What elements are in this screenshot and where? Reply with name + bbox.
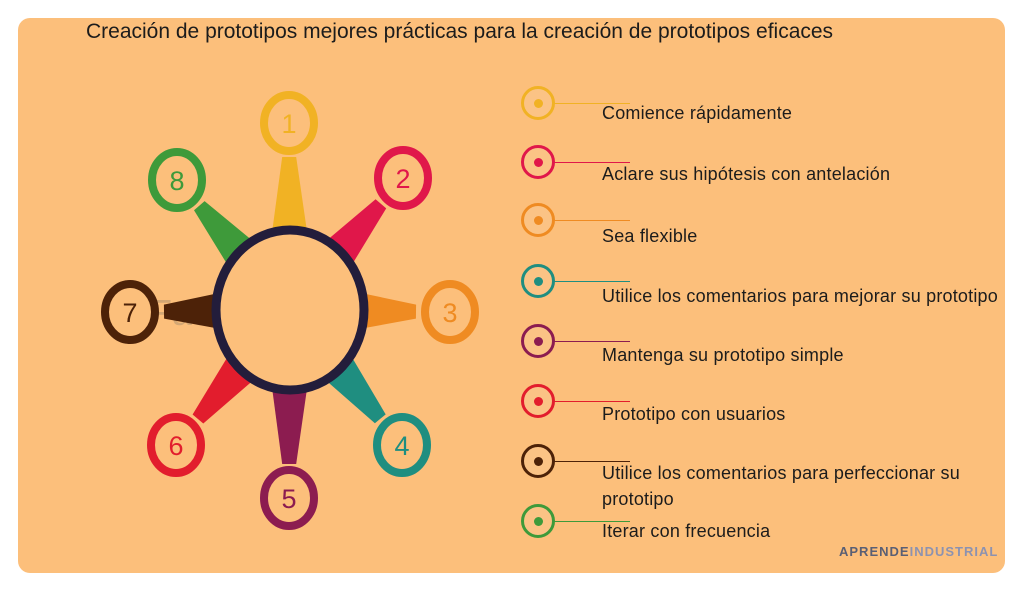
marker-connector-line bbox=[554, 400, 630, 402]
item-label-1: Comience rápidamente bbox=[602, 103, 793, 123]
brand-logo: APRENDEINDUSTRIAL bbox=[839, 544, 999, 559]
item-label-5: Mantenga su prototipo simple bbox=[602, 345, 844, 365]
item-marker-8 bbox=[521, 504, 630, 538]
marker-dot bbox=[533, 396, 543, 406]
marker-dot bbox=[533, 516, 543, 526]
item-label-8: Iterar con frecuencia bbox=[602, 521, 771, 541]
petal-ring-3 bbox=[421, 280, 479, 344]
item-marker-7 bbox=[521, 444, 630, 478]
petal-ring-7 bbox=[101, 280, 159, 344]
item-label-6: Prototipo con usuarios bbox=[602, 404, 786, 424]
infographic-title: Creación de prototipos mejores prácticas… bbox=[86, 20, 834, 43]
petal-number-4: 4 bbox=[394, 431, 409, 461]
item-marker-1 bbox=[521, 86, 630, 120]
marker-connector-line bbox=[554, 102, 630, 104]
petal-number-6: 6 bbox=[168, 431, 183, 461]
item-label-4: Utilice los comentarios para mejorar su … bbox=[602, 286, 998, 306]
item-marker-5 bbox=[521, 324, 630, 358]
item-marker-6 bbox=[521, 384, 630, 418]
marker-connector-line bbox=[554, 280, 630, 282]
petal-ring-8 bbox=[148, 148, 206, 212]
petal-number-2: 2 bbox=[395, 164, 410, 194]
petal-ring-6 bbox=[147, 413, 205, 477]
petal-ring-4 bbox=[373, 413, 431, 477]
marker-connector-line bbox=[554, 219, 630, 221]
item-marker-4 bbox=[521, 264, 630, 298]
marker-connector-line bbox=[554, 520, 630, 522]
diagram-hub bbox=[211, 225, 369, 395]
item-label-2: Aclare sus hipótesis con antelación bbox=[602, 164, 891, 184]
petal-number-3: 3 bbox=[442, 298, 457, 328]
infographic-card bbox=[18, 18, 1005, 573]
item-label-7: Utilice los comentarios para perfecciona… bbox=[602, 463, 960, 509]
petal-number-5: 5 bbox=[281, 484, 296, 514]
petal-ring-1 bbox=[260, 91, 318, 155]
marker-dot bbox=[533, 456, 543, 466]
marker-dot bbox=[533, 336, 543, 346]
marker-connector-line bbox=[554, 340, 630, 342]
petal-ring-2 bbox=[374, 146, 432, 210]
item-label-3: Sea flexible bbox=[602, 226, 698, 246]
marker-dot bbox=[533, 98, 543, 108]
petal-ring-5 bbox=[260, 466, 318, 530]
marker-dot bbox=[533, 276, 543, 286]
item-marker-3 bbox=[521, 203, 630, 237]
petal-number-8: 8 bbox=[169, 166, 184, 196]
petal-number-7: 7 bbox=[122, 298, 137, 328]
marker-connector-line bbox=[554, 161, 630, 163]
marker-dot bbox=[533, 215, 543, 225]
marker-connector-line bbox=[554, 460, 630, 462]
petal-number-1: 1 bbox=[281, 109, 296, 139]
item-marker-2 bbox=[521, 145, 630, 179]
marker-dot bbox=[533, 157, 543, 167]
